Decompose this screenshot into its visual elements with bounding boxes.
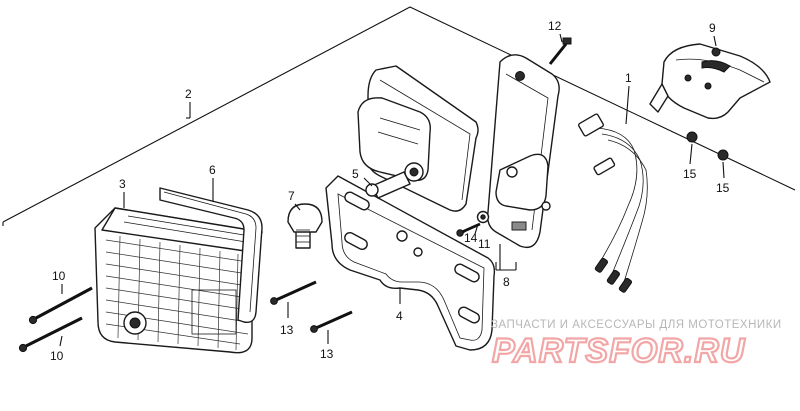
lamp-base-plate	[486, 54, 560, 249]
callout-9: 9	[709, 21, 716, 35]
callout-13-upper: 13	[280, 323, 294, 337]
callout-10-upper: 10	[52, 269, 66, 283]
assembly-frame	[2, 6, 796, 223]
tail-lamp-lens	[94, 207, 263, 354]
plate-nut-hole	[480, 214, 486, 220]
license-bracket-inner	[337, 193, 485, 341]
callout-2: 2	[185, 87, 192, 101]
license-bracket	[325, 175, 496, 351]
lens-gasket-inner	[163, 191, 257, 313]
bracket-screw-lower	[310, 310, 353, 333]
callout-11: 11	[478, 237, 491, 251]
cover-nut-right	[717, 149, 729, 161]
lens-screw-lower	[18, 316, 83, 353]
callout-7: 7	[288, 189, 295, 203]
watermark-tagline: ЗАПЧАСТИ И АКСЕССУАРЫ ДЛЯ МОТОТЕХНИКИ	[491, 319, 782, 331]
wire-harness	[578, 113, 648, 293]
callout-3: 3	[119, 177, 126, 191]
callout-6: 6	[209, 163, 216, 177]
callout-14: 14	[464, 231, 478, 245]
callout-10-lower: 10	[50, 349, 64, 363]
callout-12: 12	[548, 19, 562, 33]
bulb	[287, 203, 323, 249]
callout-5: 5	[352, 167, 359, 181]
leader-lines	[59, 33, 725, 347]
top-bracket-cover	[649, 43, 771, 120]
cover-nut-left	[686, 131, 698, 143]
bulb-socket	[365, 171, 411, 199]
lamp-housing	[357, 65, 479, 212]
lens-screw-upper	[28, 286, 93, 325]
lens-gasket	[159, 187, 263, 323]
callout-15-right: 15	[716, 181, 730, 195]
watermark-logo: PARTSFOR.RU	[492, 332, 746, 370]
callout-13-lower: 13	[320, 347, 334, 361]
top-bolt	[548, 37, 572, 65]
callout-4: 4	[396, 309, 403, 323]
callout-15-left: 15	[683, 167, 697, 181]
bracket-screw-upper	[270, 280, 317, 305]
callout-8: 8	[503, 275, 510, 289]
callout-1: 1	[625, 71, 632, 85]
